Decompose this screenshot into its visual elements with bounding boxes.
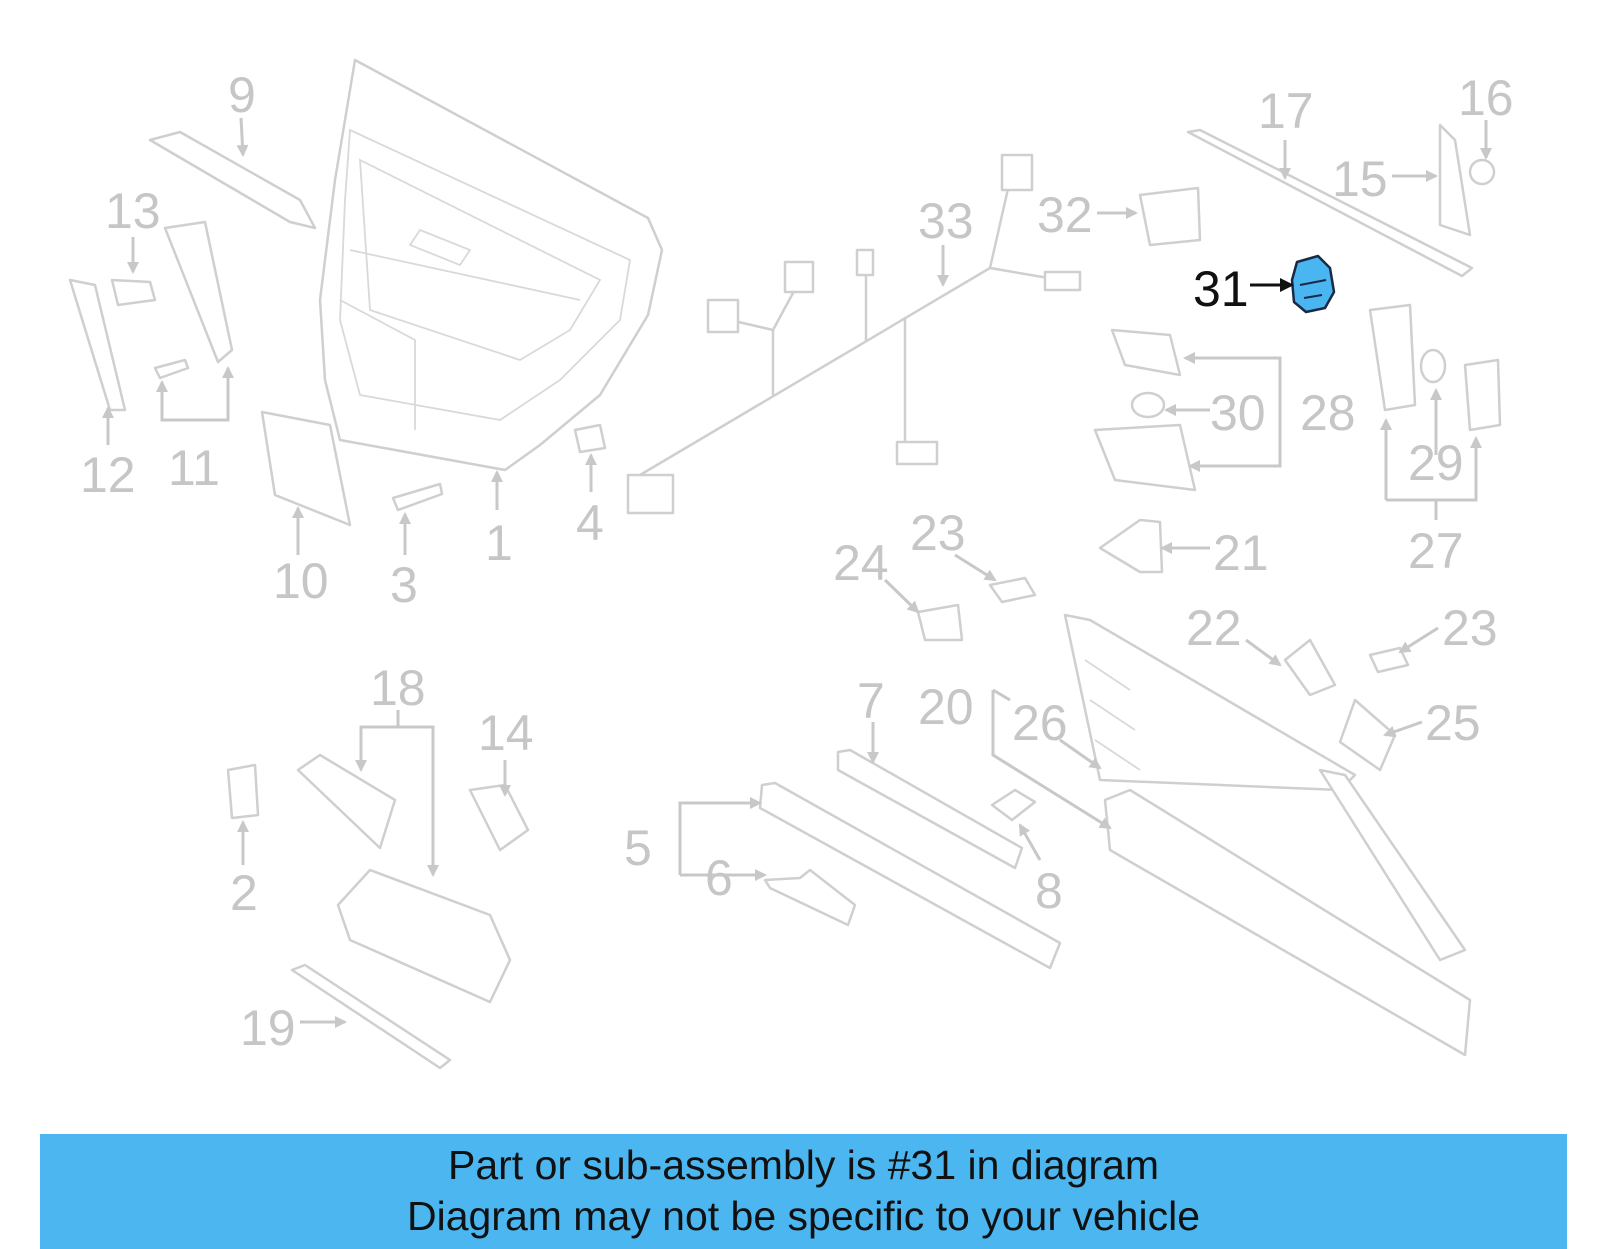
part-31-highlighted[interactable] bbox=[1290, 254, 1336, 314]
callout-23-top: 23 bbox=[910, 505, 966, 561]
part-3-screw bbox=[391, 482, 444, 512]
callout-32: 32 bbox=[1037, 187, 1093, 243]
part-26-window-regulator bbox=[1063, 613, 1467, 962]
callout-16: 16 bbox=[1458, 70, 1514, 126]
callout-17: 17 bbox=[1258, 83, 1314, 139]
part-2-switch bbox=[226, 763, 260, 820]
part-21-bracket bbox=[1098, 518, 1164, 574]
part-23-pad bbox=[988, 576, 1037, 604]
part-9-trim-strip bbox=[148, 130, 317, 230]
part-24-clip bbox=[916, 603, 964, 642]
part-20-sill-trim bbox=[1103, 788, 1472, 1057]
part-14-cap bbox=[468, 783, 530, 852]
part-28-lamp-base bbox=[1093, 423, 1197, 492]
part-23-pad-right bbox=[1368, 646, 1410, 674]
part-17-seal-strip bbox=[1186, 128, 1474, 278]
info-banner: Part or sub-assembly is #31 in diagram D… bbox=[40, 1134, 1567, 1249]
part-12-pillar-trim bbox=[68, 278, 127, 412]
callout-8: 8 bbox=[1035, 863, 1063, 919]
part-16-grommet bbox=[1468, 158, 1496, 186]
part-30-bulb bbox=[1130, 391, 1166, 419]
banner-line-2: Diagram may not be specific to your vehi… bbox=[406, 1193, 1200, 1239]
callout-3: 3 bbox=[390, 557, 418, 613]
part-15-trim bbox=[1438, 123, 1472, 237]
banner-line-1: Part or sub-assembly is #31 in diagram bbox=[448, 1142, 1159, 1188]
callout-24: 24 bbox=[833, 535, 889, 591]
part-28-lamp-housing bbox=[1110, 328, 1182, 377]
callout-21: 21 bbox=[1213, 525, 1269, 581]
callout-7: 7 bbox=[857, 673, 885, 729]
callout-18: 18 bbox=[370, 660, 426, 716]
callout-31-highlighted: 31 bbox=[1193, 261, 1249, 317]
part-10-speaker-grille bbox=[260, 410, 352, 527]
callout-28: 28 bbox=[1300, 385, 1356, 441]
callout-5: 5 bbox=[624, 820, 652, 876]
part-4-clip bbox=[573, 423, 607, 454]
callout-10: 10 bbox=[273, 553, 329, 609]
callout-12: 12 bbox=[80, 447, 136, 503]
part-6-bracket bbox=[763, 868, 857, 927]
part-1-door-trim-panel bbox=[318, 58, 664, 472]
part-18-handle-upper bbox=[296, 753, 397, 850]
part-18-handle-lower bbox=[336, 868, 512, 1004]
callout-13: 13 bbox=[105, 183, 161, 239]
callout-14: 14 bbox=[478, 705, 534, 761]
callout-labels: 1 2 3 4 5 6 7 8 9 10 11 12 13 14 15 16 1… bbox=[80, 67, 1514, 1056]
part-22-clip bbox=[1283, 638, 1337, 697]
part-8-clip bbox=[990, 788, 1037, 822]
callout-29: 29 bbox=[1408, 435, 1464, 491]
callout-11: 11 bbox=[168, 440, 220, 496]
callout-33: 33 bbox=[918, 193, 974, 249]
callout-4: 4 bbox=[576, 495, 604, 551]
part-19-plate bbox=[290, 963, 452, 1070]
part-33-wiring-harness bbox=[626, 153, 1082, 515]
callout-20: 20 bbox=[918, 679, 974, 735]
callout-9: 9 bbox=[228, 67, 256, 123]
callout-19: 19 bbox=[240, 1000, 296, 1056]
part-27-latch bbox=[1368, 303, 1417, 412]
callout-26: 26 bbox=[1012, 695, 1068, 751]
callout-22: 22 bbox=[1186, 600, 1242, 656]
callout-2: 2 bbox=[230, 865, 258, 921]
part-11-screw bbox=[153, 358, 190, 380]
part-11-bracket bbox=[163, 220, 234, 364]
callout-27: 27 bbox=[1408, 523, 1464, 579]
callout-15: 15 bbox=[1332, 151, 1388, 207]
part-32-switch bbox=[1138, 186, 1202, 247]
part-29-bulb bbox=[1419, 348, 1447, 384]
callout-30: 30 bbox=[1210, 385, 1266, 441]
callout-25: 25 bbox=[1425, 695, 1481, 751]
part-29-bracket bbox=[1463, 358, 1502, 432]
callout-1: 1 bbox=[485, 515, 513, 571]
callout-6: 6 bbox=[705, 850, 733, 906]
callout-23-right: 23 bbox=[1442, 600, 1498, 656]
part-13-clip bbox=[110, 278, 157, 307]
leader-lines bbox=[102, 117, 1492, 1028]
part-7-moulding bbox=[836, 748, 1024, 870]
